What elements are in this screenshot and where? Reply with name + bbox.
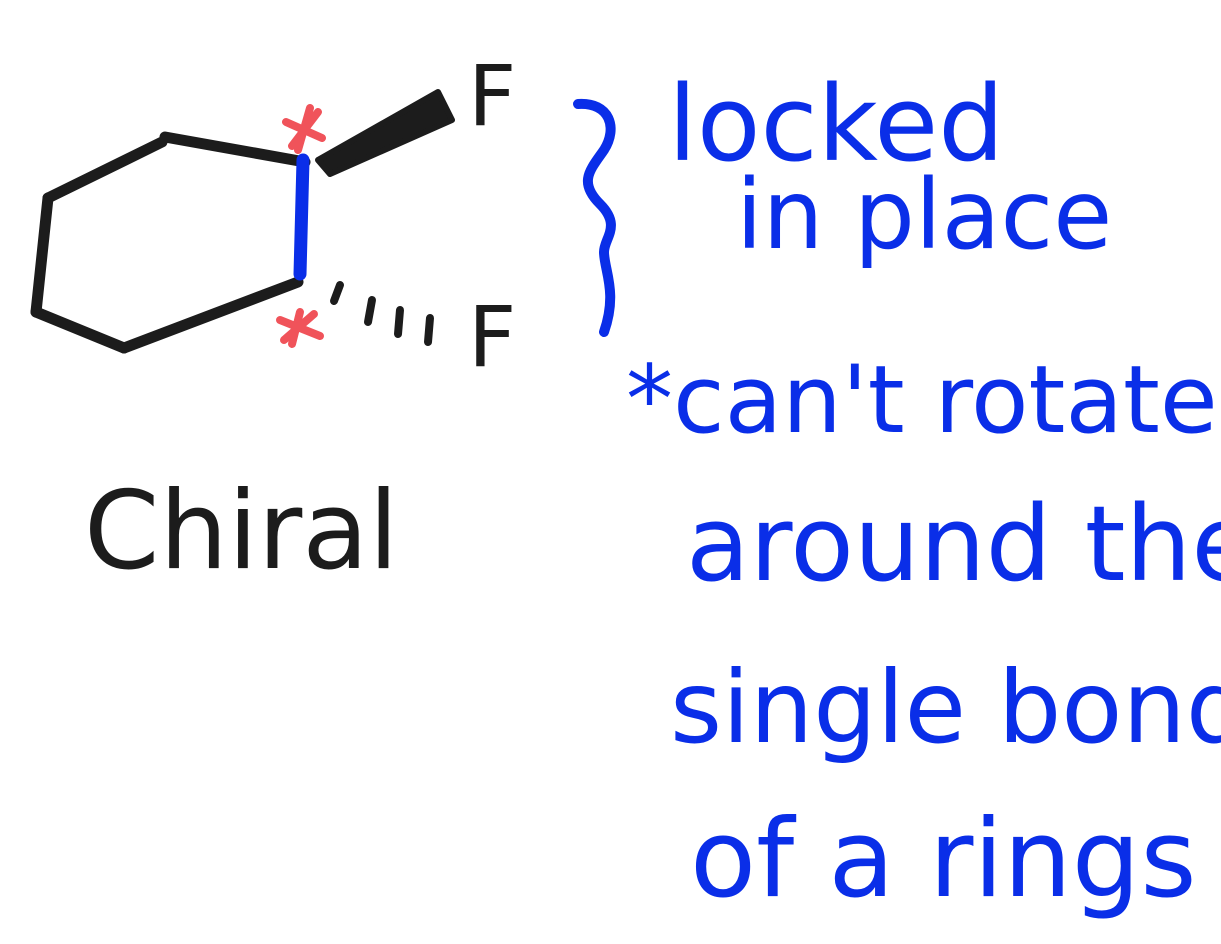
stereocenter-mark-top [282, 104, 326, 154]
ring-bond-lower-left [30, 306, 130, 354]
note-line-4: around the [686, 483, 1221, 605]
chirality-label: Chiral [84, 469, 398, 594]
ring-bond-top [159, 131, 311, 168]
ring-bond-upper-left [42, 136, 168, 204]
fluorine-label-bottom: F [468, 288, 516, 386]
ring-bond-left [30, 192, 54, 318]
note-line-3: *can't rotate [626, 346, 1218, 455]
fluorine-label-top: F [468, 47, 516, 145]
curly-brace [573, 98, 616, 337]
note-line-5: single bond [670, 649, 1221, 766]
ring-bond-bottom [118, 276, 304, 354]
note-line-6: of a rings [690, 797, 1197, 922]
note-line-1: locked [668, 63, 1004, 185]
stereocenter-mark-bottom [276, 308, 324, 348]
cyclohexane-ring [30, 131, 311, 354]
hashed-bond [330, 281, 434, 346]
wedge-bond [315, 89, 455, 177]
note-line-2: in place [736, 159, 1112, 271]
highlighted-c1-c2-bond [293, 153, 310, 281]
